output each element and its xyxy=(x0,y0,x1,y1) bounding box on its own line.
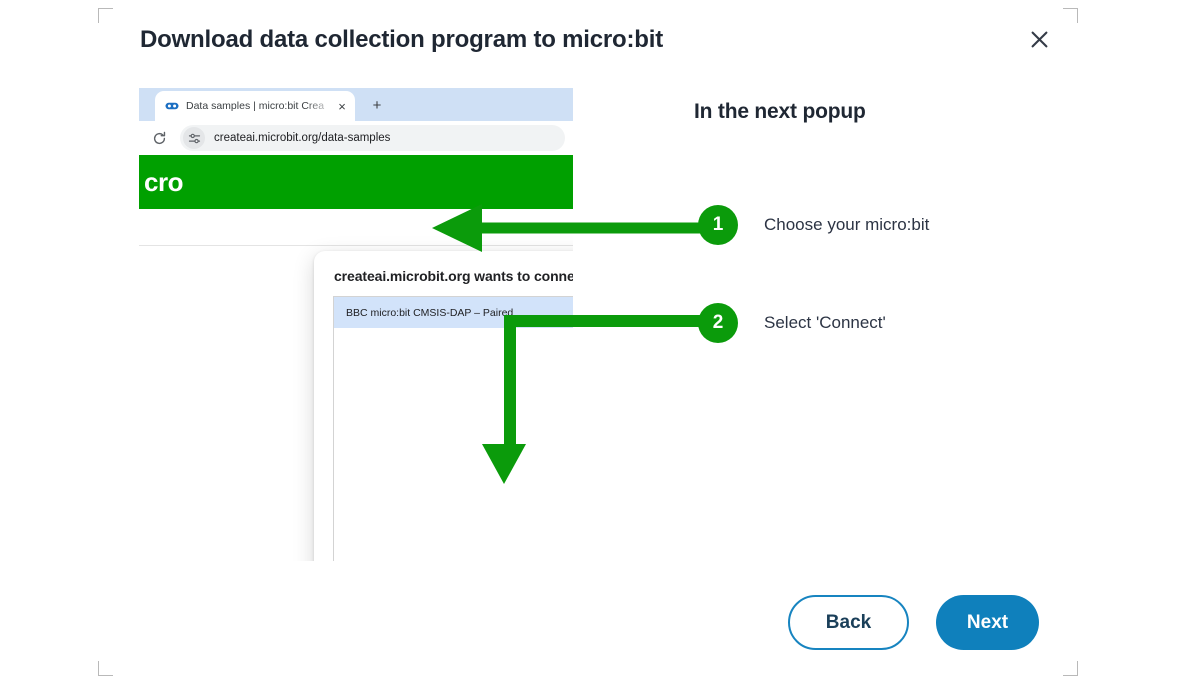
list-item[interactable]: BBC micro:bit CMSIS-DAP – Paired xyxy=(334,297,573,328)
microbit-site-banner: cro xyxy=(139,155,573,209)
step-number-badge: 2 xyxy=(698,303,738,343)
omnibox-url: createai.microbit.org/data-samples xyxy=(214,132,391,144)
tune-icon[interactable] xyxy=(183,127,205,149)
new-tab-button[interactable]: + xyxy=(372,97,382,114)
step-text: Choose your micro:bit xyxy=(764,215,930,234)
microbit-favicon xyxy=(164,99,179,114)
instruction-step-1: 1 Choose your micro:bit xyxy=(698,205,929,245)
permission-dialog-title: createai.microbit.org wants to connect xyxy=(334,268,573,284)
reload-icon[interactable] xyxy=(147,126,171,150)
close-icon[interactable] xyxy=(1020,20,1058,58)
browser-tab-title: Data samples | micro:bit Crea xyxy=(186,100,325,112)
browser-tab[interactable]: Data samples | micro:bit Crea × xyxy=(155,91,355,121)
next-button[interactable]: Next xyxy=(936,595,1039,650)
crop-mark-top-left xyxy=(98,8,113,23)
device-list[interactable]: BBC micro:bit CMSIS-DAP – Paired xyxy=(333,296,573,561)
step-number-badge: 1 xyxy=(698,205,738,245)
device-name: BBC micro:bit CMSIS-DAP – Paired xyxy=(346,306,514,319)
browser-mockup: Data samples | micro:bit Crea × + create… xyxy=(139,88,573,561)
instruction-step-2: 2 Select 'Connect' xyxy=(698,303,886,343)
crop-mark-bottom-right xyxy=(1063,661,1078,676)
crop-mark-top-right xyxy=(1063,8,1078,23)
page-title: Download data collection program to micr… xyxy=(140,26,664,53)
instructions-heading: In the next popup xyxy=(694,100,866,123)
omnibox[interactable]: createai.microbit.org/data-samples xyxy=(180,125,565,151)
crop-mark-bottom-left xyxy=(98,661,113,676)
back-button[interactable]: Back xyxy=(788,595,909,650)
viewport-divider xyxy=(139,245,573,246)
step-text: Select 'Connect' xyxy=(764,313,886,332)
browser-tabstrip: Data samples | micro:bit Crea × + xyxy=(139,88,573,121)
microbit-logo: cro xyxy=(144,167,183,197)
permission-dialog: createai.microbit.org wants to connect B… xyxy=(314,251,573,561)
tab-close-icon[interactable]: × xyxy=(338,98,346,114)
